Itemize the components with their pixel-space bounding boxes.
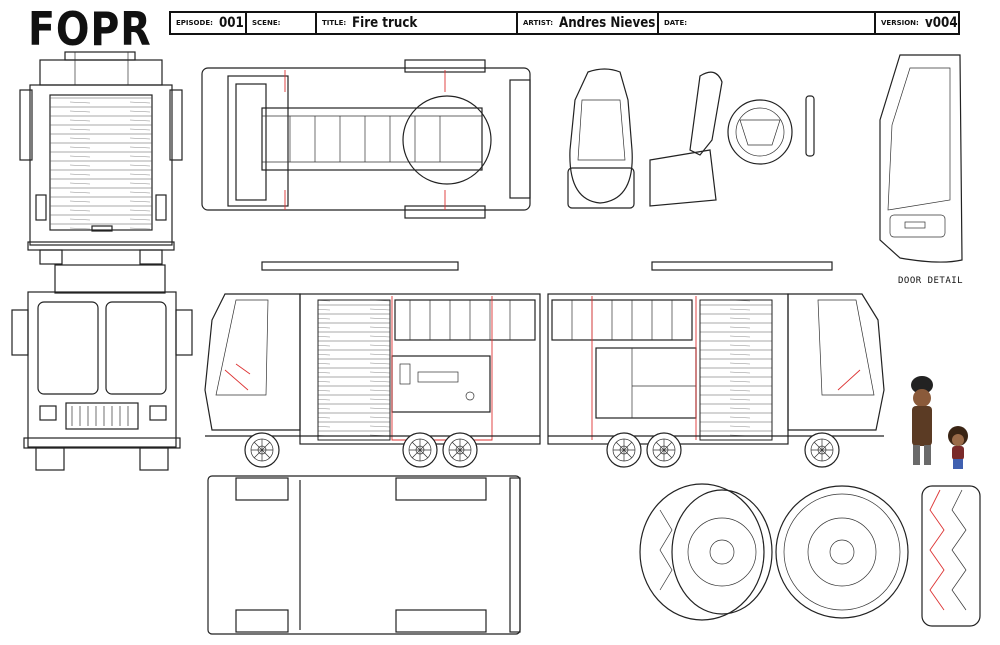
artist-label: ARTIST: [523, 19, 554, 27]
episode-cell: EPISODE: 001 [171, 13, 247, 33]
scene-label: SCENE: [252, 19, 281, 27]
top-view-drawing [201, 59, 531, 219]
date-cell: DATE: [659, 13, 876, 33]
left-side-view-drawing [204, 261, 541, 468]
version-cell: VERSION: v004 [876, 13, 958, 33]
wheel-detail-drawings [639, 483, 981, 627]
date-label: DATE: [664, 19, 688, 27]
version-label: VERSION: [881, 19, 919, 27]
episode-label: EPISODE: [176, 19, 213, 27]
title-cell: TITLE: Fire truck [317, 13, 518, 33]
artist-cell: ARTIST: Andres Nieves [518, 13, 659, 33]
rear-view-drawing [11, 264, 193, 471]
version-value: v004 [924, 15, 958, 31]
title-block: EPISODE: 001 SCENE: TITLE: Fire truck AR… [169, 11, 960, 35]
title-value: Fire truck [352, 15, 418, 31]
show-logo: FOPR [28, 2, 152, 56]
right-side-view-drawing [547, 261, 885, 468]
scale-characters [911, 376, 968, 469]
seat-and-steering-drawings [567, 68, 815, 209]
door-detail-label: DOOR DETAIL [898, 276, 964, 286]
scene-cell: SCENE: [247, 13, 317, 33]
door-detail-drawing [879, 54, 963, 263]
bottom-view-drawing [207, 475, 521, 635]
episode-value: 001 [218, 15, 244, 31]
front-view-drawing [19, 51, 183, 265]
artist-value: Andres Nieves [559, 15, 656, 31]
title-label: TITLE: [322, 19, 347, 27]
